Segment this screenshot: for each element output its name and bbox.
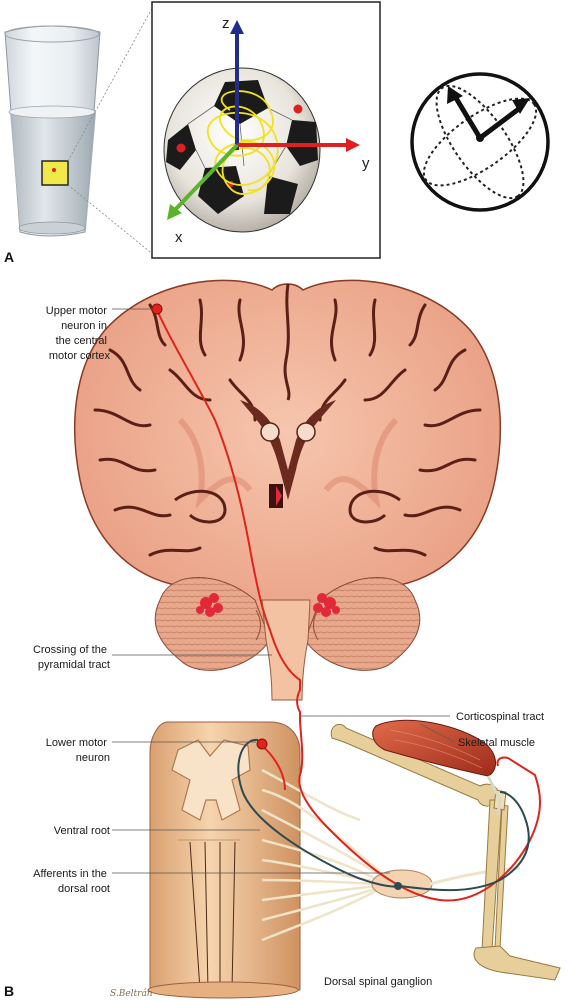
brainstem: [255, 599, 319, 701]
axis-y: [237, 138, 360, 152]
upper-motor-neuron-cell: [151, 303, 163, 315]
panel-a: z y x A: [4, 1, 550, 265]
lower-motor-neuron-cell: [256, 738, 268, 750]
precession-schematic: [410, 72, 550, 212]
dentate-nucleus: [196, 593, 340, 617]
zoom-line-bottom: [67, 184, 156, 257]
motor-pathway: [156, 309, 541, 902]
axis-z-label: z: [222, 15, 230, 32]
label-dorsal-spinal-ganglion: Dorsal spinal ganglion: [324, 976, 432, 988]
artist-signature: S.Beltrán: [110, 988, 153, 999]
axis-x-label: x: [175, 229, 183, 246]
axis-x: [167, 143, 239, 220]
axis-z: [230, 20, 244, 150]
label-skeletal-muscle: Skeletal muscle: [458, 737, 535, 749]
spinal-cord-segment: [147, 721, 301, 999]
skeletal-muscle: [372, 719, 502, 816]
voxel-highlight: [41, 160, 69, 186]
label-afferents-dorsal-root: Afferents in the dorsal root: [33, 868, 110, 895]
ganglion-cell: [394, 882, 402, 890]
panel-label-a: A: [4, 249, 14, 265]
cerebellum: [154, 577, 421, 671]
axis-y-label: y: [362, 155, 370, 172]
label-lower-motor-neuron: Lower motor neuron: [46, 737, 110, 764]
panel-label-b: B: [4, 983, 14, 999]
label-ventral-root: Ventral root: [54, 825, 110, 837]
leader-lines: [112, 308, 456, 874]
nerve-roots: [261, 768, 391, 942]
water-glass: [4, 25, 101, 237]
label-corticospinal-tract: Corticospinal tract: [456, 711, 544, 723]
precession-trajectory: [206, 90, 279, 195]
label-upper-motor-neuron: Upper motor neuron in the central motor …: [46, 305, 111, 362]
label-crossing-pyramidal-tract: Crossing of the pyramidal tract: [33, 644, 110, 671]
brain-coronal-section: [73, 279, 502, 661]
panel-b: Upper motor neuron in the central motor …: [4, 279, 561, 999]
soccer-ball-proton: [163, 67, 321, 233]
